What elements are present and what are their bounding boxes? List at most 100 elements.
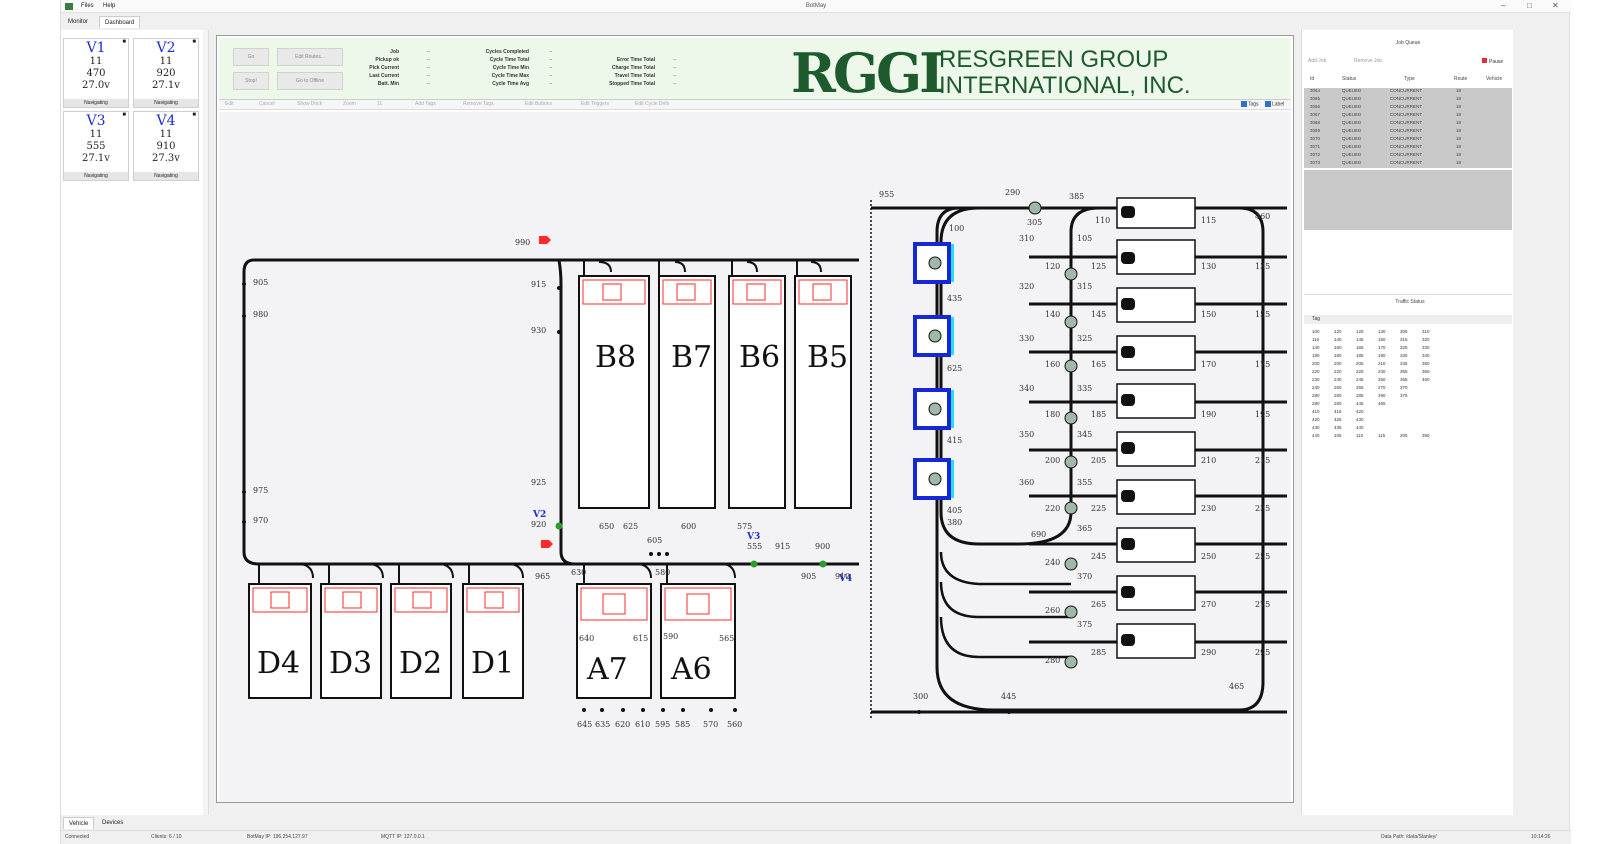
tag-label: 980 [253,310,269,319]
lot-d3[interactable] [320,583,382,699]
lot-d1[interactable] [462,583,524,699]
add-job-button[interactable]: Add Job [1308,58,1327,64]
column-header[interactable]: Id [1310,76,1315,82]
layout-map[interactable] [219,112,1291,802]
pause-label: Pause [1489,59,1504,65]
tag-label: 610 [635,720,651,729]
lot-a6[interactable] [660,583,736,699]
zoom-select[interactable]: 11 [377,101,383,107]
tab-devices[interactable]: Devices [102,820,124,826]
tag-label: 645 [577,720,593,729]
maximize-button[interactable]: □ [1527,1,1532,10]
tab-dashboard[interactable]: Dashboard [99,16,141,28]
tags-checkbox[interactable]: Tags [1241,101,1259,107]
zoom-tool[interactable]: Zoom [343,101,356,107]
label-checkbox[interactable]: Label [1265,101,1284,107]
vehicle-marker-v2[interactable]: V2 [533,510,547,520]
vehicle-card-v3[interactable]: ■ V3 11 555 27.1v Navigating [63,111,129,181]
menu-help[interactable]: Help [103,3,116,9]
vehicle-marker-v4[interactable]: V4 [839,574,853,584]
lot-d4[interactable] [248,583,312,699]
edit-cycle-defs-tool[interactable]: Edit Cycle Defs [635,101,670,107]
tab-monitor[interactable]: Monitor [68,19,89,25]
dashboard-main: Go Edit Routes... Stop! Go to Offline Jo… [216,35,1294,803]
lot-d2[interactable] [390,583,452,699]
card-close-icon[interactable]: ■ [192,112,196,118]
tag-label: 365 [1077,524,1093,533]
column-header[interactable]: Status [1342,76,1357,82]
column-header[interactable]: Route [1454,76,1468,82]
job-status: QUEUED [1342,160,1362,165]
edit-triggers-tool[interactable]: Edit Triggers [581,101,610,107]
pause-button[interactable]: Pause [1482,58,1503,65]
vehicle-voltage: 27.0v [82,80,110,91]
lot-b6[interactable] [728,275,786,509]
close-button[interactable]: ✕ [1552,1,1559,10]
app-window: Files Help BotMay – □ ✕ Monitor Dashboar… [60,0,1571,844]
menu-files[interactable]: Files [81,3,94,9]
vehicle-card-v1[interactable]: ■ V1 11 470 27.0v Navigating [63,38,129,108]
job-status: QUEUED [1342,96,1362,101]
card-close-icon[interactable]: ■ [122,39,126,45]
title-bar: Files Help BotMay – □ ✕ [61,0,1571,13]
tag-label: 290 [1201,648,1217,657]
tag-label: 930 [531,326,547,335]
remove-job-button[interactable]: Remove Job [1354,58,1383,64]
tag-label: 560 [727,720,743,729]
rack-label-d4: D4 [257,646,301,681]
right-panel: Job Queue Add Job Remove Job Pause Id St… [1301,30,1513,815]
job-status: QUEUED [1342,128,1362,133]
go-button[interactable]: Go [233,48,269,66]
column-header[interactable]: Type [1404,76,1415,82]
stat-value: -- [673,81,677,87]
tag-label: 265 [1091,600,1107,609]
vehicle-card-v2[interactable]: ■ V2 11 920 27.1v Navigating [133,38,199,108]
tag-label: 990 [515,238,531,247]
tag-label: 210 [1201,456,1217,465]
card-close-icon[interactable]: ■ [122,112,126,118]
tag-label: 345 [1077,430,1093,439]
vehicle-marker-v3[interactable]: V3 [747,532,761,542]
add-tags-tool[interactable]: Add Tags [415,101,436,107]
lot-b5[interactable] [794,275,852,509]
green-nodes [555,522,827,568]
minimize-button[interactable]: – [1501,1,1506,10]
stat-value: -- [673,57,677,63]
tag-label: 170 [1201,360,1217,369]
remove-tags-tool[interactable]: Remove Tags [463,101,494,107]
tag-label: 605 [647,536,663,545]
column-header[interactable]: Vehicle [1486,76,1503,82]
map-canvas[interactable]: B8 B7 B6 B5 D4 D3 D2 D1 A7 A6 V2 V3 V4 9… [219,112,1291,802]
edit-buttons-tool[interactable]: Edit Buttons [525,101,552,107]
cancel-tool[interactable]: Cancel [259,101,275,107]
show-dock-tool[interactable]: Show Dock [297,101,323,107]
left-scrollbar[interactable] [203,30,208,815]
go-offline-button[interactable]: Go to Offline [277,72,343,90]
tag-label: 965 [535,572,551,581]
tag-label: 350 [1019,430,1035,439]
tag-dots [242,282,1011,714]
card-close-icon[interactable]: ■ [192,39,196,45]
traffic-column-header[interactable]: Tag [1304,315,1512,324]
lot-b8[interactable] [578,275,650,509]
stop-button[interactable]: Stop! [233,72,269,90]
lot-a7[interactable] [576,583,652,699]
edit-tool[interactable]: Edit [225,101,234,107]
tab-vehicle[interactable]: Vehicle [63,817,95,829]
lot-b7[interactable] [658,275,716,509]
tag-label: 230 [1201,504,1217,513]
vehicle-status: Navigating [134,99,198,107]
job-status: QUEUED [1342,136,1362,141]
vehicle-card-v4[interactable]: ■ V4 11 910 27.3v Navigating [133,111,199,181]
edit-routes-button[interactable]: Edit Routes... [277,48,343,66]
